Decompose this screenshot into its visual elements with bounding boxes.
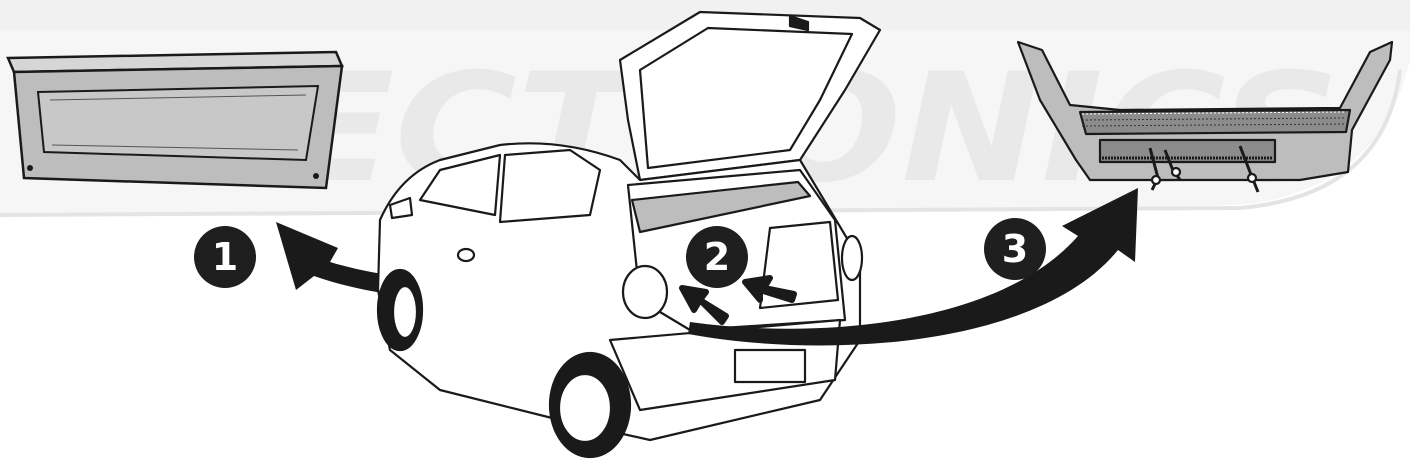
parcel-shelf-illustration xyxy=(8,52,342,188)
step-2-badge: 2 xyxy=(686,226,748,288)
step-1-badge: 1 xyxy=(194,226,256,288)
step-3-badge: 3 xyxy=(984,218,1046,280)
